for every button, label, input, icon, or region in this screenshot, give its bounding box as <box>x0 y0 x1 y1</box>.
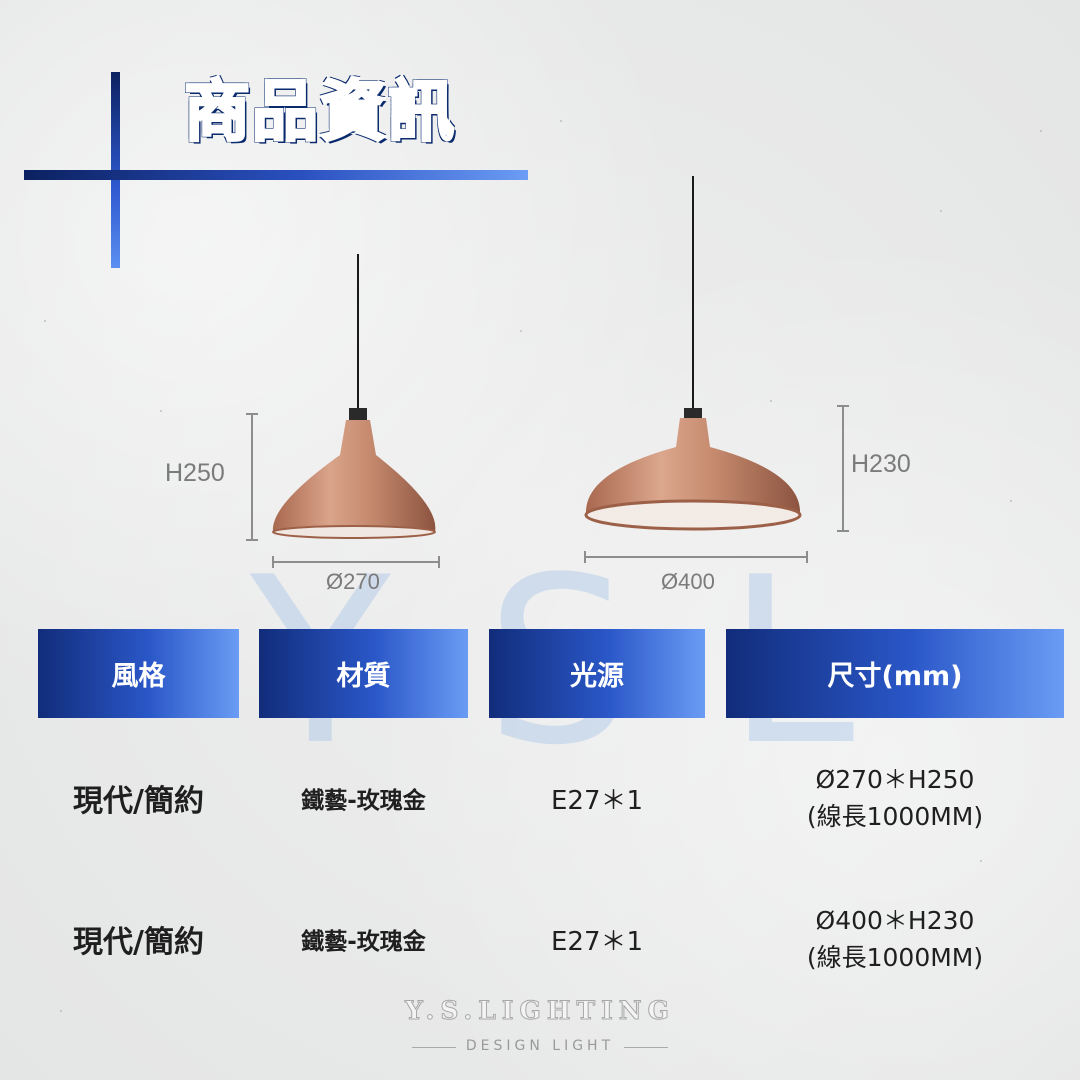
lamp-large-height-label: H230 <box>851 450 911 478</box>
row-1-light-source: E27＊1 <box>550 785 644 816</box>
row-1-size: Ø270＊H250 (線長1000MM) <box>726 760 1064 836</box>
lamp-large-image <box>584 176 802 531</box>
lamp-small-diameter-label: Ø270 <box>326 569 380 594</box>
header-size: 尺寸(mm) <box>726 629 1064 718</box>
row-1-size-dims: Ø270＊H250 <box>815 765 975 794</box>
tagline-right-rule <box>624 1047 668 1048</box>
row-1-material: 鐵藝-玫瑰金 <box>301 788 426 814</box>
header-light-source: 光源 <box>489 629 705 718</box>
row-2-cord-length: (線長1000MM) <box>806 943 984 972</box>
lamp-small-width-line <box>272 561 440 563</box>
tick <box>806 551 808 563</box>
lamp-large-diameter-label: Ø400 <box>661 569 715 594</box>
tagline-left-rule <box>412 1047 456 1048</box>
lamp-small-image <box>272 254 436 539</box>
row-2-size-dims: Ø400＊H230 <box>815 906 975 935</box>
tick <box>837 530 849 532</box>
row-2-size: Ø400＊H230 (線長1000MM) <box>726 901 1064 977</box>
header-style: 風格 <box>38 629 239 718</box>
row-2-material: 鐵藝-玫瑰金 <box>301 929 426 955</box>
header-material: 材質 <box>259 629 468 718</box>
lamp-large-height-line <box>842 405 844 532</box>
tick <box>584 551 586 563</box>
tick <box>837 405 849 407</box>
row-2-style: 現代/簡約 <box>73 925 204 960</box>
tick <box>272 556 274 568</box>
row-1-cord-length: (線長1000MM) <box>806 802 984 831</box>
tick <box>246 413 258 415</box>
brand-tagline: DESIGN LIGHT <box>465 1038 615 1054</box>
brand-logo-text: Y.S.LIGHTING <box>405 996 675 1026</box>
row-1-style: 現代/簡約 <box>73 784 204 819</box>
row-2-light-source: E27＊1 <box>550 926 644 957</box>
header-horizontal-bar <box>24 170 528 180</box>
lamp-small-height-label: H250 <box>165 459 225 487</box>
lamp-small-height-line <box>251 413 253 541</box>
tick <box>246 539 258 541</box>
tick <box>438 556 440 568</box>
lamp-large-width-line <box>584 556 808 558</box>
page-title: 商品資訊 <box>183 72 456 152</box>
